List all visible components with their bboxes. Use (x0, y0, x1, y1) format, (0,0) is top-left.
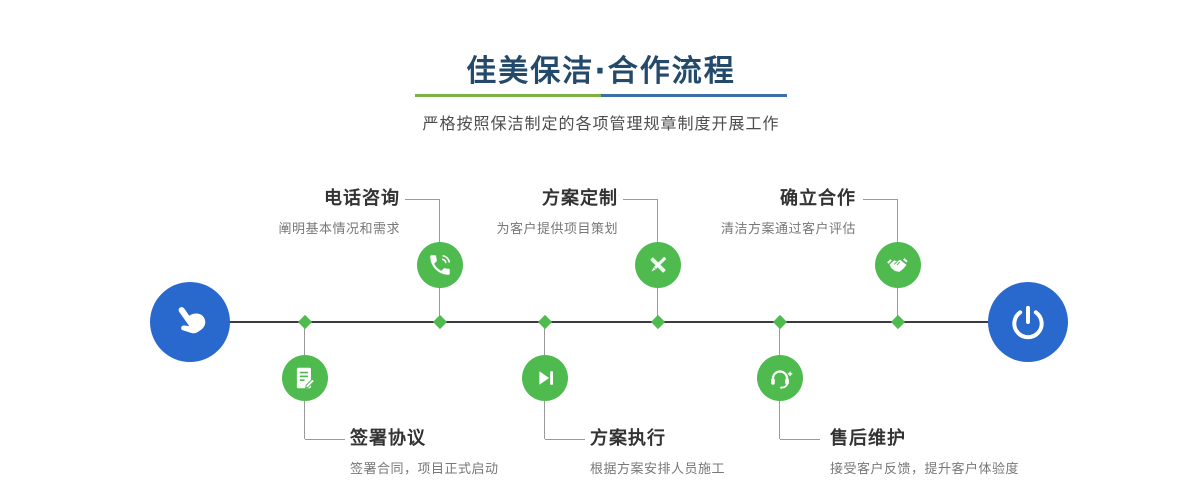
step-title: 签署协议 (350, 428, 426, 449)
step-desc: 为客户提供项目策划 (496, 222, 618, 237)
phone-icon (430, 255, 451, 275)
connector-line (863, 199, 898, 200)
step-title: 售后维护 (830, 428, 906, 449)
step-node-design (635, 242, 681, 288)
timeline-marker (537, 314, 553, 330)
end-node (988, 282, 1068, 362)
step-label-phone: 电话咨询 阐明基本情况和需求 (160, 186, 400, 237)
step-desc: 接受客户反馈，提升客户体验度 (830, 462, 1020, 477)
timeline-marker (772, 314, 788, 330)
divider-blue-segment (601, 94, 787, 97)
power-icon (1012, 305, 1044, 340)
contract-icon (296, 367, 316, 389)
step-desc: 签署合同，项目正式启动 (350, 462, 499, 477)
divider-green-segment (415, 94, 601, 97)
step-label-service: 售后维护 接受客户反馈，提升客户体验度 (830, 426, 1130, 477)
timeline-marker (890, 314, 906, 330)
step-desc: 根据方案安排人员施工 (590, 462, 726, 477)
page-subtitle: 严格按照保洁制定的各项管理规章制度开展工作 (422, 114, 780, 133)
handshake-icon (887, 258, 908, 272)
step-title: 方案执行 (590, 428, 666, 449)
execute-icon (539, 371, 554, 385)
connector-line (305, 439, 345, 440)
timeline-marker (297, 314, 313, 330)
step-node-service (757, 355, 803, 401)
timeline-marker (432, 314, 448, 330)
start-node (150, 282, 230, 362)
design-icon (650, 256, 667, 273)
connector-line (545, 439, 585, 440)
page-title: 佳美保洁·合作流程 (466, 54, 736, 89)
step-title: 方案定制 (542, 188, 618, 209)
service-icon (771, 370, 793, 389)
step-title: 确立合作 (780, 188, 856, 209)
step-node-cooperation (875, 242, 921, 288)
step-label-design: 方案定制 为客户提供项目策划 (378, 186, 618, 237)
hand-pointer-icon (178, 307, 206, 334)
step-title: 电话咨询 (324, 188, 400, 209)
step-desc: 阐明基本情况和需求 (278, 222, 400, 237)
connector-line (405, 199, 440, 200)
timeline-marker (650, 314, 666, 330)
step-desc: 清洁方案通过客户评估 (720, 222, 856, 237)
timeline-line (190, 321, 1028, 323)
step-node-execute (522, 355, 568, 401)
title-divider (415, 94, 787, 97)
step-node-contract (282, 355, 328, 401)
step-node-phone (417, 242, 463, 288)
connector-line (780, 439, 820, 440)
step-label-cooperation: 确立合作 清洁方案通过客户评估 (616, 186, 856, 237)
step-label-contract: 签署协议 签署合同，项目正式启动 (350, 426, 650, 477)
connector-line (623, 199, 658, 200)
step-label-execute: 方案执行 根据方案安排人员施工 (590, 426, 890, 477)
